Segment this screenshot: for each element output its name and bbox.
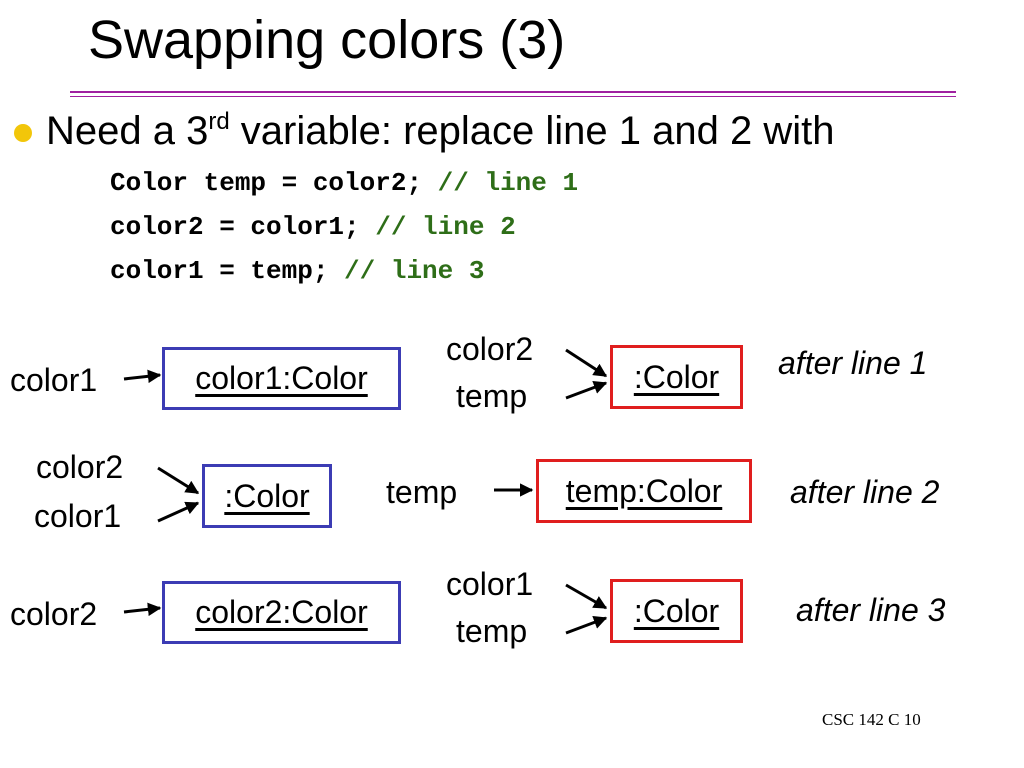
title-divider-thin	[70, 96, 956, 97]
object-box: :Color	[610, 345, 743, 409]
code-line-3: color1 = temp; // line 3	[110, 256, 485, 286]
arrow-temp-to-box	[565, 380, 608, 400]
var-label-temp: temp	[456, 613, 528, 649]
var-label-color1: color1	[446, 566, 534, 602]
var-label-color2: color2	[446, 331, 534, 367]
step-note: after line 2	[790, 474, 940, 510]
arrow-color2-to-box	[123, 602, 162, 617]
slide-title: Swapping colors (3)	[88, 10, 566, 70]
object-box: color1:Color	[162, 347, 401, 410]
var-label-color1: color1	[10, 362, 98, 398]
code-line-2: color2 = color1; // line 2	[110, 212, 516, 242]
arrow-color1-to-box	[565, 583, 608, 610]
var-label-color2: color2	[10, 596, 98, 632]
object-box: :Color	[610, 579, 743, 643]
slide-footer: CSC 142 C 10	[822, 710, 921, 729]
var-label-temp: temp	[386, 474, 458, 510]
arrow-temp-to-box	[565, 615, 608, 635]
object-box: :Color	[202, 464, 332, 528]
arrow-color2-to-box	[565, 348, 608, 378]
step-note: after line 1	[778, 345, 928, 381]
object-box: color2:Color	[162, 581, 401, 644]
arrow-color1-to-box	[157, 501, 200, 523]
code-line-1: Color temp = color2; // line 1	[110, 168, 579, 198]
var-label-temp: temp	[456, 378, 528, 414]
bullet-dot-icon	[14, 124, 32, 142]
bullet-text: Need a 3rd variable: replace line 1 and …	[46, 108, 835, 153]
var-label-color1: color1	[34, 498, 122, 534]
object-box: temp:Color	[536, 459, 752, 523]
arrow-color1-to-box	[123, 369, 162, 384]
var-label-color2: color2	[36, 449, 124, 485]
title-divider	[70, 91, 956, 93]
arrow-color2-to-box	[157, 466, 200, 495]
step-note: after line 3	[796, 592, 946, 628]
